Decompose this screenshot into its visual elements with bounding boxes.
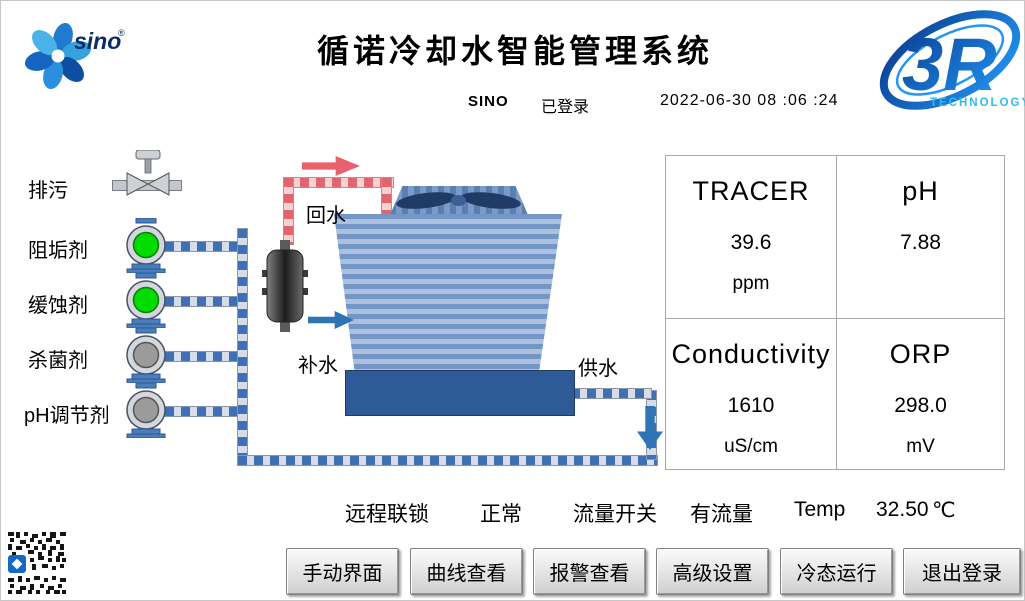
status-temp-label: Temp xyxy=(794,498,846,521)
measurement-panel: TRACER 39.6 ppm pH 7.88 Conductivity 161… xyxy=(665,155,1005,470)
status-temp-value: 32.50 xyxy=(876,498,929,521)
qr-code xyxy=(8,532,66,594)
status-flow-label: 流量开关 xyxy=(573,503,657,526)
measure-unit: uS/cm xyxy=(724,436,778,457)
3r-logo-subtext: TECHNOLOGY xyxy=(930,97,1025,109)
pump-icon xyxy=(126,327,166,384)
status-flow-value: 有流量 xyxy=(690,503,753,526)
pump-corrosion-inhibitor[interactable] xyxy=(120,272,172,329)
blowdown-valve[interactable] xyxy=(122,150,174,200)
button-alarm-view[interactable]: 报警查看 xyxy=(533,548,646,595)
fan-blade-icon xyxy=(395,189,457,212)
cooling-tower-fan-housing xyxy=(390,186,528,215)
pump-icon xyxy=(126,382,166,439)
measure-conductivity: Conductivity 1610 uS/cm xyxy=(666,319,837,469)
measure-ph: pH 7.88 xyxy=(837,156,1004,319)
measure-name: Conductivity xyxy=(671,339,831,369)
status-interlock-label: 远程联锁 xyxy=(345,503,429,526)
measure-unit: mV xyxy=(906,436,935,457)
pipe-return xyxy=(283,177,394,188)
pump-icon xyxy=(126,272,166,329)
supply-flow-arrow-icon xyxy=(637,406,663,450)
pipe-dosing-3 xyxy=(164,351,242,362)
fan-blade-icon xyxy=(460,189,522,212)
label-biocide: 杀菌剂 xyxy=(28,350,88,372)
label-ph-adjuster: pH调节剂 xyxy=(24,405,110,427)
button-manual-screen[interactable]: 手动界面 xyxy=(286,548,399,595)
pipe-bottom-run xyxy=(237,455,658,466)
status-temp-unit: ℃ xyxy=(932,499,956,522)
measure-value: 1610 xyxy=(727,394,775,417)
pipe-blowdown xyxy=(112,180,182,191)
measure-orp: ORP 298.0 mV xyxy=(837,319,1004,469)
label-scale-inhibitor: 阻垢剂 xyxy=(28,240,88,262)
pump-ph-adjuster[interactable] xyxy=(120,382,172,439)
measure-name: ORP xyxy=(889,339,952,369)
3r-logo: 3R TECHNOLOGY xyxy=(879,10,1025,110)
pump-biocide[interactable] xyxy=(120,327,172,384)
measure-value: 7.88 xyxy=(900,231,941,254)
status-interlock-value: 正常 xyxy=(480,503,522,526)
button-curve-view[interactable]: 曲线查看 xyxy=(410,548,523,595)
pipe-dosing-2 xyxy=(164,296,242,307)
header-user: SINO xyxy=(468,93,509,110)
label-makeup-water: 补水 xyxy=(298,355,338,377)
cooling-tower-body xyxy=(334,214,562,371)
measure-name: pH xyxy=(902,176,939,206)
button-logout[interactable]: 退出登录 xyxy=(903,548,1021,595)
pipe-dosing-1 xyxy=(164,241,242,252)
sino-pinwheel-icon xyxy=(24,22,92,90)
fan-hub-icon xyxy=(451,195,466,206)
label-return-water: 回水 xyxy=(306,205,346,227)
login-status: 已登录 xyxy=(541,99,590,116)
label-corrosion-inhibitor: 缓蚀剂 xyxy=(28,295,88,317)
pump-icon xyxy=(126,217,166,274)
page-title: 循诺冷却水智能管理系统 xyxy=(316,33,713,69)
sino-logo-text: sino xyxy=(74,28,121,54)
label-supply-water: 供水 xyxy=(578,358,618,380)
bypass-filter xyxy=(262,240,308,332)
pump-scale-inhibitor[interactable] xyxy=(120,217,172,274)
return-flow-arrow-icon xyxy=(302,156,360,176)
3r-orbit-icon xyxy=(879,10,1021,110)
measure-unit: ppm xyxy=(732,273,770,294)
measure-value: 298.0 xyxy=(894,394,947,417)
label-blowdown: 排污 xyxy=(28,180,68,202)
button-advanced-settings[interactable]: 高级设置 xyxy=(656,548,769,595)
measure-name: TRACER xyxy=(692,176,810,206)
pipe-supply xyxy=(570,388,652,399)
measure-value: 39.6 xyxy=(730,231,772,254)
pipe-dosing-4 xyxy=(164,406,242,417)
pipe-return-to-tower xyxy=(381,177,392,219)
pipe-return-to-filter xyxy=(283,177,294,245)
measure-tracer: TRACER 39.6 ppm xyxy=(666,156,837,319)
sino-logo-reg: ® xyxy=(118,28,125,38)
pipe-dosing-header xyxy=(237,228,248,466)
sino-logo: sino ® xyxy=(24,22,125,90)
button-cold-run[interactable]: 冷态运行 xyxy=(780,548,893,595)
3r-logo-text: 3R xyxy=(902,23,997,106)
header-datetime: 2022-06-30 08 :06 :24 xyxy=(660,92,839,109)
cooling-tower-basin xyxy=(345,370,575,416)
